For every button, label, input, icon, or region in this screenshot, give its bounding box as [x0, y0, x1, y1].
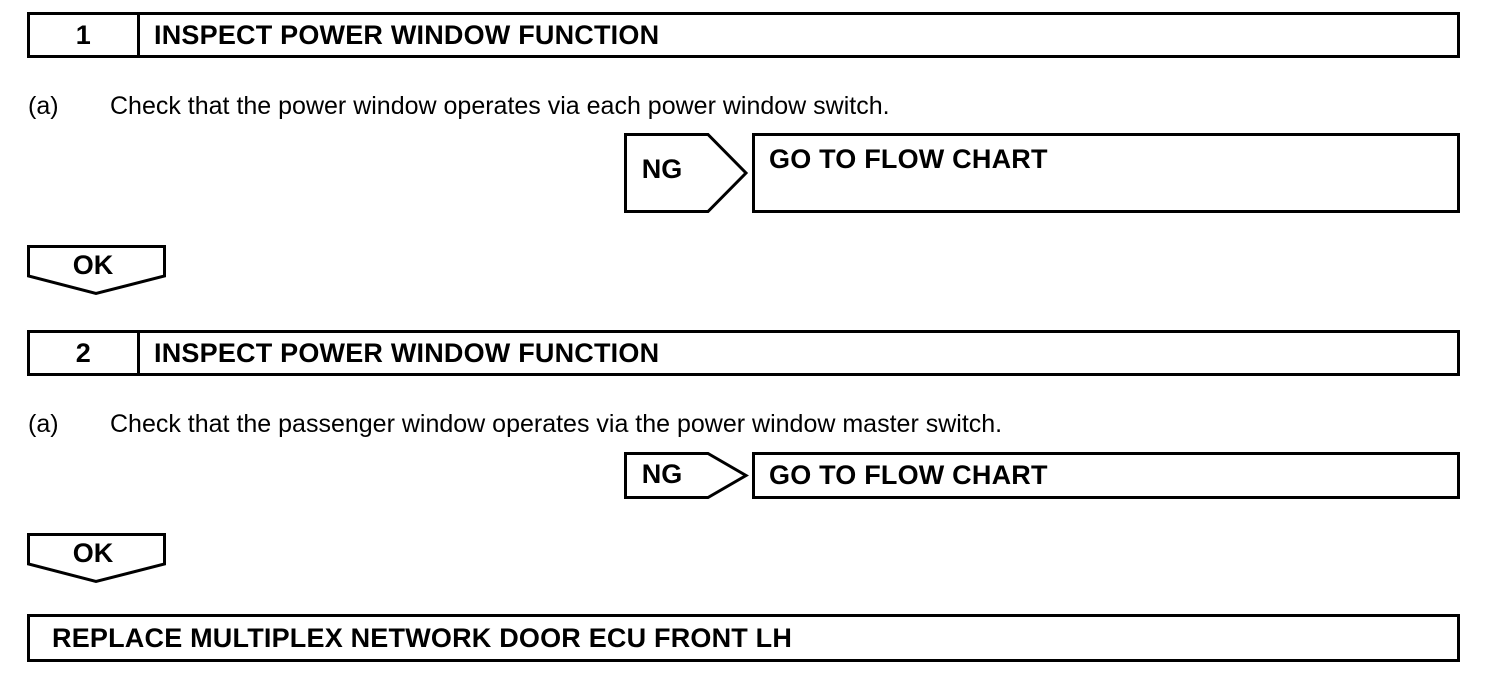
step-2-instruction-marker: (a)	[28, 410, 59, 438]
ng-pentagon-icon: NG	[624, 452, 749, 499]
step-2-title: INSPECT POWER WINDOW FUNCTION	[154, 337, 660, 368]
step-2-header: 2 INSPECT POWER WINDOW FUNCTION	[27, 330, 1460, 376]
step-2-number: 2	[30, 333, 140, 373]
step-1-ng-result-box: GO TO FLOW CHART	[752, 133, 1460, 213]
step-1-instruction-marker: (a)	[28, 92, 59, 120]
step-1-title: INSPECT POWER WINDOW FUNCTION	[154, 19, 660, 50]
step-1-ng-result-label: GO TO FLOW CHART	[769, 144, 1048, 174]
step-2-ok-label: OK	[73, 538, 114, 568]
step-1-ng-arrow: NG	[624, 133, 749, 213]
ok-banner-icon: OK	[27, 533, 166, 584]
step-2-instruction-text: Check that the passenger window operates…	[110, 410, 1003, 438]
step-1-instruction-text: Check that the power window operates via…	[110, 92, 890, 120]
step-1-instruction: (a) Check that the power window operates…	[28, 92, 890, 121]
conclusion-box: REPLACE MULTIPLEX NETWORK DOOR ECU FRONT…	[27, 614, 1460, 662]
step-1-header: 1 INSPECT POWER WINDOW FUNCTION	[27, 12, 1460, 58]
step-2-instruction: (a) Check that the passenger window oper…	[28, 410, 1002, 439]
conclusion-label: REPLACE MULTIPLEX NETWORK DOOR ECU FRONT…	[52, 622, 793, 653]
step-2-ng-result-box: GO TO FLOW CHART	[752, 452, 1460, 499]
step-2-ng-arrow: NG	[624, 452, 749, 499]
step-1-ok-label: OK	[73, 250, 114, 280]
step-2-ng-result-label: GO TO FLOW CHART	[769, 460, 1048, 490]
ok-banner-icon: OK	[27, 245, 166, 296]
ng-pentagon-icon: NG	[624, 133, 749, 213]
step-1-number: 1	[30, 15, 140, 55]
step-1-ok-banner: OK	[27, 245, 166, 296]
step-2-ok-banner: OK	[27, 533, 166, 584]
step-2-ng-label: NG	[642, 459, 683, 489]
step-1-ng-label: NG	[642, 154, 683, 184]
